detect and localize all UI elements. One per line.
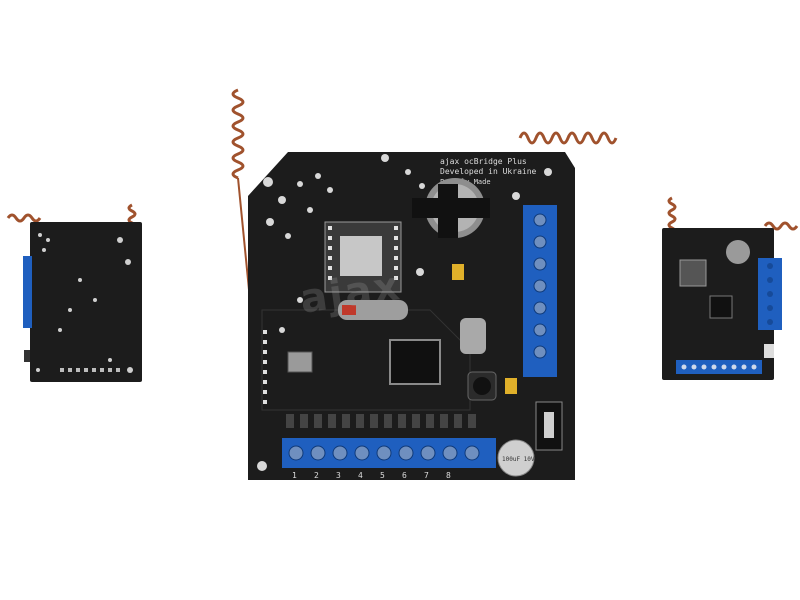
right-board-capacitor xyxy=(764,344,774,358)
coin-cell-clip-tab xyxy=(438,184,458,238)
tantalum-cap-2 xyxy=(505,378,517,394)
smd-component-row xyxy=(286,414,476,428)
silk-text-line1: ajax ocBridge Plus xyxy=(440,157,527,166)
right-board-coin-cell xyxy=(726,240,750,264)
capacitor-label: 100uF 10V xyxy=(502,456,535,463)
terminal-label-6: 6 xyxy=(402,471,407,480)
right-board-bottom-screws xyxy=(681,364,757,370)
left-edge-pin-row xyxy=(263,330,267,404)
crystal-oscillator-mark xyxy=(342,305,356,315)
power-inductor-core xyxy=(473,377,491,395)
rf-module-chip xyxy=(340,236,382,276)
crystal-small xyxy=(460,318,486,354)
silk-text-line2: Developed in Ukraine xyxy=(440,167,537,176)
tantalum-cap-1 xyxy=(452,264,464,280)
left-board-terminal-edge xyxy=(23,256,32,328)
right-board-antenna-right xyxy=(763,221,799,231)
tamper-switch-lever xyxy=(544,412,554,438)
terminal-block-bottom-screws xyxy=(288,445,480,461)
rf-module-pads xyxy=(328,226,398,280)
terminal-label-1: 1 xyxy=(292,471,297,480)
left-board-vias xyxy=(36,233,133,373)
right-board-terminal-screws xyxy=(767,263,773,325)
terminal-label-5: 5 xyxy=(380,471,385,480)
center-board-vias xyxy=(257,154,552,471)
left-board-antenna-left xyxy=(6,213,42,223)
right-board xyxy=(662,196,799,380)
left-board-pin-row xyxy=(60,368,120,372)
electrolytic-capacitor xyxy=(497,439,535,477)
center-board: ajax ocBridge Plus Developed in Ukraine … xyxy=(231,88,618,480)
usb-connector xyxy=(287,351,313,373)
center-board-antenna-vertical xyxy=(231,88,245,180)
center-board-antenna-horizontal xyxy=(518,131,618,145)
right-board-mcu xyxy=(709,295,733,319)
terminal-label-4: 4 xyxy=(358,471,363,480)
mcu-chip xyxy=(389,339,441,385)
terminal-label-2: 2 xyxy=(314,471,319,480)
right-board-terminal-bottom xyxy=(676,360,762,374)
terminal-label-8: 8 xyxy=(446,471,451,480)
right-board-rf-module xyxy=(679,259,707,287)
terminal-label-3: 3 xyxy=(336,471,341,480)
left-board-switch xyxy=(24,350,30,362)
terminal-block-side-screws xyxy=(533,213,547,359)
terminal-label-7: 7 xyxy=(424,471,429,480)
left-board-pcb xyxy=(30,222,142,382)
left-board xyxy=(6,203,142,382)
terminal-labels: 1 2 3 4 5 6 7 8 xyxy=(292,471,451,480)
